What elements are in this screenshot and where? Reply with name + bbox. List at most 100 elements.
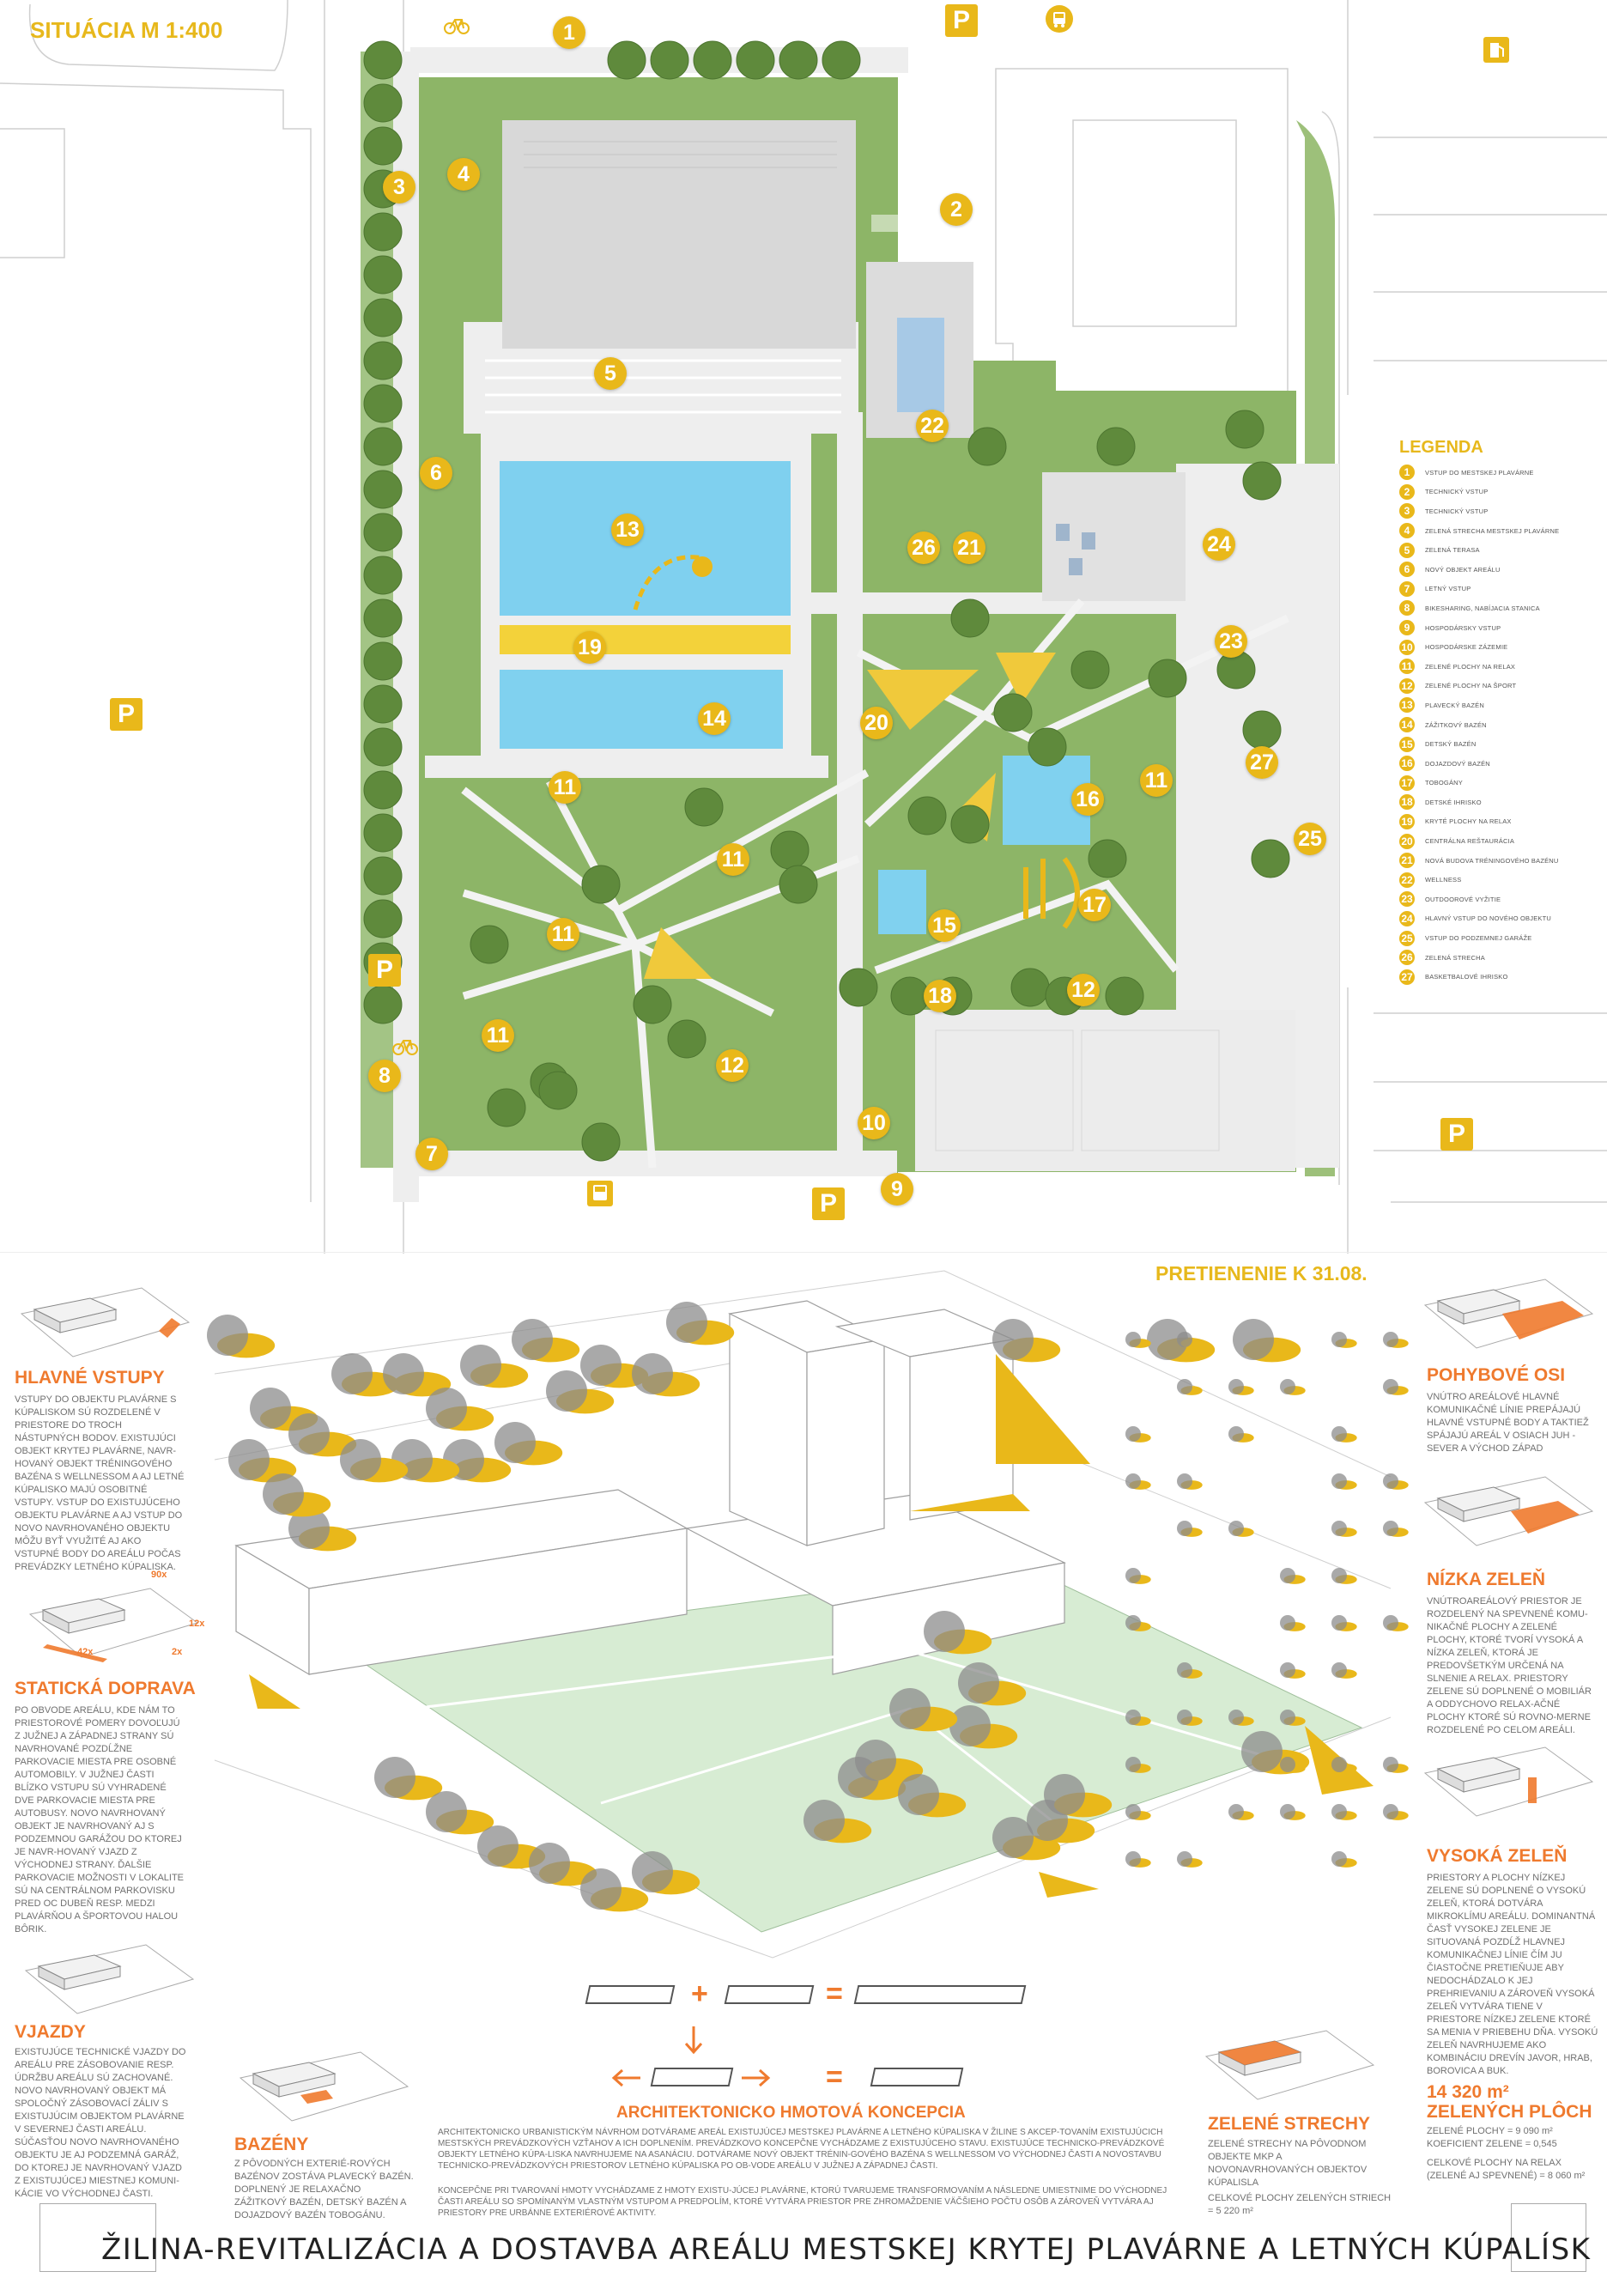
- legend-number: 20: [1399, 833, 1415, 849]
- plan-marker: 24: [1203, 528, 1235, 561]
- thumb-movement-axes: [1423, 1279, 1594, 1349]
- stat-green-coefficient: KOEFICIENT ZELENE = 0,545: [1427, 2139, 1557, 2149]
- tree: [581, 1122, 621, 1162]
- tree-crown: [1280, 1379, 1295, 1394]
- tree: [363, 899, 403, 938]
- buildings: [234, 1300, 1066, 1676]
- tree-crown: [288, 1413, 330, 1455]
- main-building-roof: [502, 120, 856, 349]
- legend-number: 27: [1399, 969, 1415, 985]
- tree-crown: [992, 1319, 1034, 1360]
- text-green-roofs: ZELENÉ STRECHY NA PÔVODNOM OBJEKTE MKP A…: [1208, 2139, 1367, 2188]
- tree-crown: [1383, 1379, 1398, 1394]
- tree: [363, 641, 403, 681]
- tree-crown: [1383, 1615, 1398, 1631]
- tree-crown: [1177, 1379, 1192, 1394]
- tree-crown: [1331, 1473, 1347, 1489]
- legend-number: 3: [1399, 503, 1415, 519]
- legend-label: HOSPODÁRSKY VSTUP: [1425, 623, 1501, 632]
- tree: [693, 40, 732, 80]
- tree: [1148, 659, 1187, 698]
- tree: [950, 805, 990, 844]
- tree-crown: [889, 1688, 931, 1729]
- plan-marker: 11: [547, 918, 579, 951]
- tree-crown: [228, 1439, 270, 1480]
- legend-number: 15: [1399, 736, 1415, 752]
- legend-number: 7: [1399, 580, 1415, 597]
- tree-crown: [1044, 1774, 1085, 1815]
- tree-crown: [958, 1662, 999, 1704]
- text-concept-2: KONCEPČNE PRI TVAROVANÍ HMOTY VYCHÁDZAME…: [438, 2186, 1167, 2218]
- tree-crown: [494, 1422, 536, 1463]
- tree-crown: [1383, 1804, 1398, 1819]
- heading-main-entrances: HLAVNÉ VSTUPY: [15, 1368, 165, 1388]
- plan-marker: 8: [368, 1060, 401, 1092]
- plan-marker: 2: [940, 193, 973, 226]
- tree-crown: [1331, 1521, 1347, 1536]
- thumb-pools: [239, 2051, 409, 2122]
- tree-crown: [855, 1740, 896, 1781]
- arrow-down-icon: [684, 2026, 703, 2055]
- tree: [1010, 968, 1050, 1007]
- tree-crown: [1331, 1615, 1347, 1631]
- parking-sign: P: [368, 954, 401, 987]
- site-plan: [0, 0, 1607, 1254]
- tree-crown: [426, 1791, 467, 1832]
- tree: [363, 684, 403, 724]
- tree-crown: [1177, 1851, 1192, 1867]
- arrow-left-icon: [611, 2068, 640, 2087]
- tree: [779, 40, 818, 80]
- tree: [581, 865, 621, 904]
- legend-number: 9: [1399, 620, 1415, 636]
- tree: [487, 1088, 526, 1127]
- tree-crown: [1228, 1804, 1244, 1819]
- tree-crown: [1228, 1426, 1244, 1442]
- legend-number: 6: [1399, 562, 1415, 578]
- tree-crown: [1383, 1473, 1398, 1489]
- tree: [363, 770, 403, 810]
- tree-crown: [1233, 1319, 1274, 1360]
- legend-number: 22: [1399, 872, 1415, 888]
- tree-crown: [1280, 1757, 1295, 1772]
- tree: [907, 796, 947, 835]
- trees: [363, 40, 1290, 1162]
- tree-crown: [1228, 1710, 1244, 1725]
- parking-sign: P: [945, 4, 978, 37]
- concept-mass-new: [724, 1985, 815, 2004]
- heading-concept: ARCHITEKTONICKO HMOTOVÁ KONCEPCIA: [616, 2104, 966, 2122]
- tree-crown: [340, 1439, 381, 1480]
- tree-crown: [1125, 1757, 1141, 1772]
- tree-crown: [1125, 1851, 1141, 1867]
- wellness-pool: [897, 318, 944, 412]
- tree-crown: [632, 1353, 673, 1394]
- tree: [650, 40, 689, 80]
- tree-crown: [288, 1508, 330, 1549]
- thumb-static-traffic: [28, 1588, 199, 1662]
- tree-crown: [1125, 1615, 1141, 1631]
- legend-label: ZELENÁ STRECHA: [1425, 953, 1485, 962]
- tree-crown: [374, 1757, 415, 1798]
- plan-marker: 11: [482, 1019, 514, 1052]
- legend-label: PLAVECKÝ BAZÉN: [1425, 701, 1484, 709]
- tree-crown: [250, 1388, 291, 1429]
- tree-crown: [1125, 1473, 1141, 1489]
- tree: [1088, 839, 1127, 878]
- tree-crown: [512, 1319, 553, 1360]
- legend-number: 24: [1399, 910, 1415, 926]
- plan-marker: 25: [1294, 823, 1326, 855]
- tree-crown: [546, 1370, 587, 1412]
- plan-marker: 7: [415, 1138, 448, 1170]
- tree-crown: [460, 1345, 501, 1386]
